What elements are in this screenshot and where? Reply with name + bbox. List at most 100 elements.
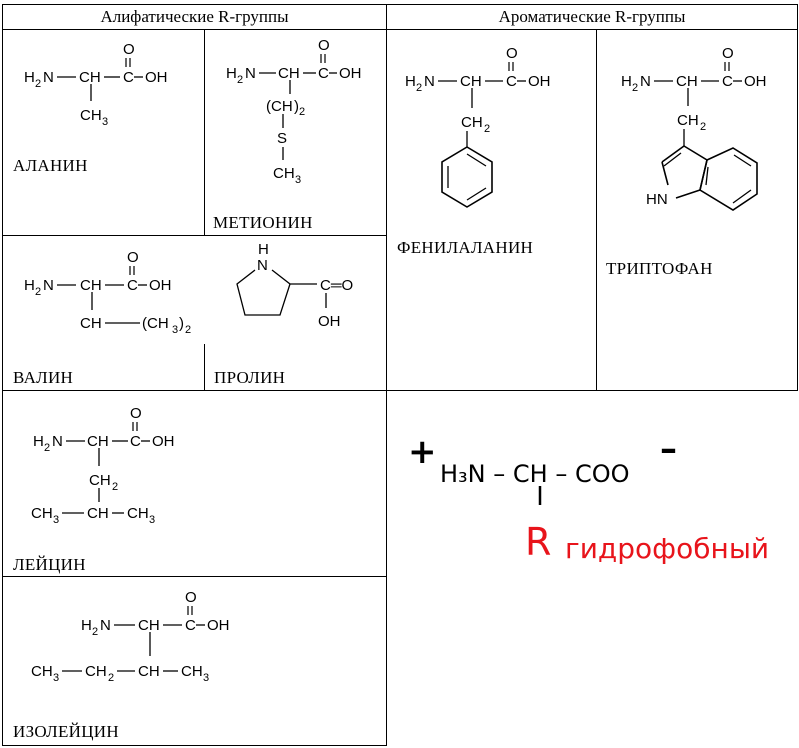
atom-n: N <box>257 257 268 274</box>
atom-sub: 2 <box>108 672 114 684</box>
atom-ch: CH <box>79 69 101 86</box>
atom-sub: 3 <box>172 324 178 336</box>
atom-c: C <box>506 73 517 90</box>
atom-ch2: CH <box>677 112 699 129</box>
atom-h: H <box>81 617 92 634</box>
atom-o: O <box>722 45 734 62</box>
svg-text:(: ( <box>266 98 271 115</box>
atom-o: O <box>123 41 135 58</box>
grid-row1-bottom <box>2 235 386 236</box>
atom-c: C <box>185 617 196 634</box>
atom-ch: CH <box>460 73 482 90</box>
minus-charge: – <box>660 429 677 469</box>
grid-valine-proline-divider <box>204 344 205 391</box>
atom-sub: 3 <box>203 672 209 684</box>
atom-h: H <box>258 241 269 258</box>
label-tryptophan: ТРИПТОФАН <box>606 259 713 278</box>
atom-sub: 3 <box>102 116 108 128</box>
atom-ch: CH <box>87 433 109 450</box>
header-aliphatic: Алифатические R-группы <box>100 7 289 26</box>
label-leucine: ЛЕЙЦИН <box>13 555 86 574</box>
atom-sub: 2 <box>92 626 98 638</box>
grid-right <box>797 4 798 391</box>
atom-oh: OH <box>744 73 767 90</box>
svg-text:): ) <box>179 315 184 332</box>
atom-c: C <box>123 69 134 86</box>
atom-h: H <box>405 73 416 90</box>
svg-text:): ) <box>294 98 299 115</box>
atom-ch: CH <box>138 617 160 634</box>
header-aromatic: Ароматические R-группы <box>498 7 686 26</box>
atom-o: O <box>130 405 142 422</box>
grid-middle <box>386 4 387 746</box>
atom-ch: CH <box>87 505 109 522</box>
atom-sub: 2 <box>237 74 243 86</box>
label-methionine: МЕТИОНИН <box>213 213 313 232</box>
grid-alanine-methionine-divider <box>204 29 205 236</box>
atom-ch2: CH <box>89 472 111 489</box>
atom-o: O <box>127 249 139 266</box>
atom-oh: OH <box>149 277 172 294</box>
atom-sub: 3 <box>149 514 155 526</box>
atom-c: C <box>318 65 329 82</box>
atom-sub: 2 <box>700 121 706 133</box>
atom-ch3: CH <box>80 107 102 124</box>
atom-h: H <box>24 69 35 86</box>
atom-sub: 2 <box>185 324 191 336</box>
atom-sub: 3 <box>295 174 301 186</box>
atom-sub: 2 <box>632 82 638 94</box>
atom-n: N <box>43 69 54 86</box>
atom-sub: 2 <box>299 106 305 118</box>
atom-ch3: CH <box>127 505 149 522</box>
atom-sub: 2 <box>484 123 490 135</box>
atom-n: N <box>52 433 63 450</box>
atom-ch3: CH <box>181 663 203 680</box>
atom-oh: OH <box>207 617 230 634</box>
atom-n: N <box>424 73 435 90</box>
atom-ch3: CH <box>273 165 295 182</box>
atom-carbonyl: C═O <box>320 277 353 294</box>
atom-ch: CH <box>80 315 102 332</box>
atom-o: O <box>185 589 197 606</box>
grid-row2-bottom <box>2 390 798 391</box>
atom-oh: OH <box>318 313 341 330</box>
svg-text:(CH: (CH <box>142 315 169 332</box>
grid-aromatic-divider <box>596 29 597 391</box>
atom-sub: 3 <box>53 672 59 684</box>
atom-sub: 2 <box>35 286 41 298</box>
atom-sub: 3 <box>53 514 59 526</box>
atom-o: O <box>506 45 518 62</box>
atom-sub: 2 <box>112 481 118 493</box>
grid-row3-bottom <box>2 576 386 577</box>
atom-hn: HN <box>646 191 668 208</box>
atom-n: N <box>100 617 111 634</box>
label-valine: ВАЛИН <box>13 368 74 387</box>
atom-ch2: CH <box>85 663 107 680</box>
atom-n: N <box>43 277 54 294</box>
atom-s: S <box>277 130 287 147</box>
atom-sub: 2 <box>416 82 422 94</box>
atom-oh: OH <box>145 69 168 86</box>
backbone-formula: H₃N – CH – COO <box>440 460 629 488</box>
atom-c: C <box>130 433 141 450</box>
atom-h: H <box>621 73 632 90</box>
r-group-symbol: R <box>525 520 551 564</box>
atom-c: C <box>127 277 138 294</box>
atom-ch: CH <box>138 663 160 680</box>
label-phenylalanine: ФЕНИЛАЛАНИН <box>397 238 534 257</box>
atom-oh: OH <box>152 433 175 450</box>
grid-left <box>2 4 3 746</box>
atom-ch2: CH <box>461 114 483 131</box>
plus-charge: + <box>408 432 437 472</box>
label-isoleucine: ИЗОЛЕЙЦИН <box>13 722 119 741</box>
atom-c: C <box>722 73 733 90</box>
atom-h: H <box>226 65 237 82</box>
grid-top <box>2 4 798 5</box>
grid-header-bottom <box>2 29 798 30</box>
label-alanine: АЛАНИН <box>13 156 88 175</box>
